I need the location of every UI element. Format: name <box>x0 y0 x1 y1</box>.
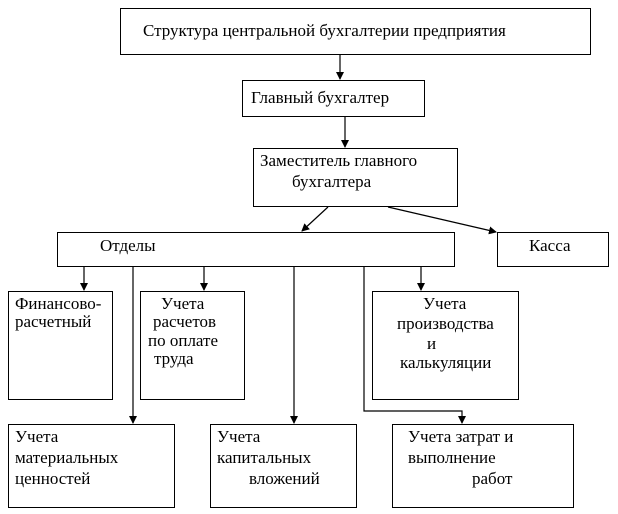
node-capital-line3: вложений <box>249 469 320 488</box>
node-finance-line1: Финансово- <box>15 294 102 313</box>
node-production-line2: производства <box>397 314 494 333</box>
node-production-line3: и <box>427 334 437 353</box>
edge-deputy-departments <box>301 206 329 232</box>
node-finance-line2: расчетный <box>15 312 92 331</box>
node-departments: Отделы <box>57 232 455 267</box>
node-production-line4: калькуляции <box>400 353 492 372</box>
node-payroll-line2: расчетов <box>153 312 217 331</box>
node-materials-line1: Учета <box>15 427 59 446</box>
node-chief-label: Главный бухгалтер <box>251 88 390 107</box>
node-deputy: Заместитель главного бухгалтера <box>253 148 458 207</box>
node-payroll: Учета расчетов по оплате труда <box>140 291 245 400</box>
node-cashdesk-label: Касса <box>529 236 571 255</box>
node-deputy-line1: Заместитель главного <box>260 151 418 170</box>
node-production-line1: Учета <box>423 294 467 313</box>
node-payroll-line3: по оплате <box>148 331 219 350</box>
node-deputy-line2: бухгалтера <box>292 172 372 191</box>
node-materials-line3: ценностей <box>15 469 91 488</box>
node-capital-line1: Учета <box>217 427 261 446</box>
node-costs-line2: выполнение <box>408 448 496 467</box>
title-text: Структура центральной бухгалтерии предпр… <box>143 21 506 40</box>
node-capital-line2: капитальных <box>217 448 312 467</box>
node-costs-line3: работ <box>472 469 513 488</box>
node-departments-label: Отделы <box>100 236 156 255</box>
node-chief-accountant: Главный бухгалтер <box>242 80 425 117</box>
node-payroll-line4: труда <box>154 349 194 368</box>
node-materials-line2: материальных <box>15 448 119 467</box>
node-costs: Учета затрат и выполнение работ <box>392 424 574 508</box>
title-box: Структура центральной бухгалтерии предпр… <box>120 8 591 55</box>
node-finance: Финансово- расчетный <box>8 291 113 400</box>
node-payroll-line1: Учета <box>161 294 205 313</box>
edge-deputy-cashdesk <box>387 206 497 235</box>
edge-departments-costs <box>363 267 466 424</box>
node-costs-line1: Учета затрат и <box>408 427 514 446</box>
node-production: Учета производства и калькуляции <box>372 291 519 400</box>
node-cashdesk: Касса <box>497 232 609 267</box>
node-capital: Учета капитальных вложений <box>210 424 357 508</box>
node-materials: Учета материальных ценностей <box>8 424 175 508</box>
